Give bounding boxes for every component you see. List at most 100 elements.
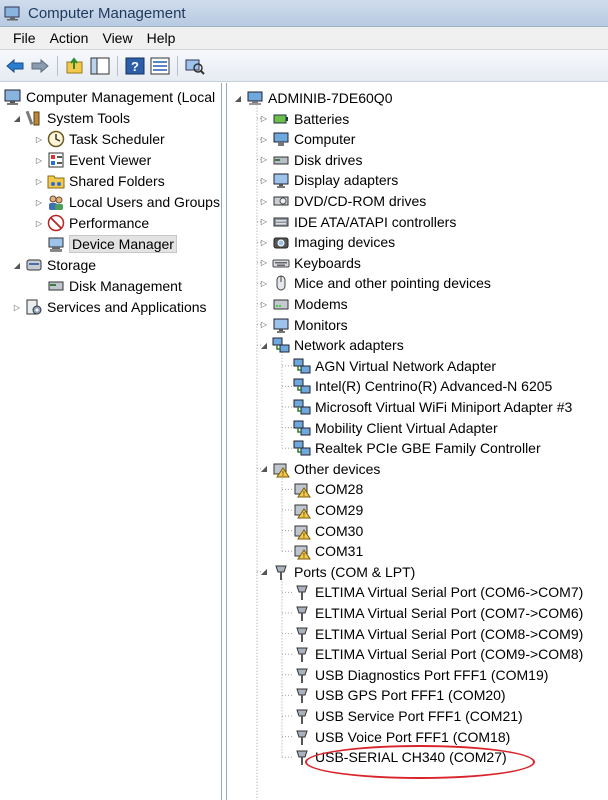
expand-arrow-icon[interactable]: ▷ [260,299,268,309]
help-button[interactable]: ? [124,55,146,77]
device-category[interactable]: ▷Disk drives [259,150,363,170]
scan-hardware-button[interactable] [184,55,206,77]
device-item[interactable]: USB Voice Port FFF1 (COM18) [293,727,510,747]
menu-action[interactable]: Action [49,30,89,46]
device-item[interactable]: !COM29 [293,500,363,520]
menu-view[interactable]: View [102,30,133,46]
expand-arrow-icon[interactable]: ▷ [260,155,268,165]
expand-arrow-icon[interactable]: ▷ [260,237,268,247]
device-item[interactable]: Mobility Client Virtual Adapter [293,418,498,438]
back-button[interactable] [4,55,26,77]
device-item[interactable]: ELTIMA Virtual Serial Port (COM7->COM6) [293,603,583,623]
network-adapter-icon [293,399,311,415]
device-tree-label: ELTIMA Virtual Serial Port (COM9->COM8) [315,646,584,663]
device-tree-label: USB GPS Port FFF1 (COM20) [315,687,506,704]
expand-arrow-icon[interactable]: ▷ [260,278,268,288]
device-item[interactable]: ELTIMA Virtual Serial Port (COM9->COM8) [293,644,583,664]
expand-arrow-icon[interactable]: ▷ [35,134,43,144]
device-category[interactable]: ▷Display adapters [259,170,398,190]
expand-arrow-icon[interactable]: ▷ [260,217,268,227]
expand-arrow-icon[interactable]: ▷ [260,258,268,268]
expand-arrow-icon[interactable]: ▷ [35,155,43,165]
device-item[interactable]: ELTIMA Virtual Serial Port (COM8->COM9) [293,624,583,644]
tree-item-task-scheduler[interactable]: ▷ Task Scheduler [34,129,165,149]
device-tree-pane: ◢ ADMINIB-7DE60Q0 ▷Batteries▷Computer▷Disk… [226,83,608,800]
up-button[interactable] [64,55,86,77]
device-category[interactable]: ▷Monitors [259,315,348,335]
tree-item-storage[interactable]: ◢ Storage [12,255,96,275]
toolbar-separator [117,55,118,76]
expand-arrow-icon[interactable]: ▷ [260,320,268,330]
tree-item-event-viewer[interactable]: ▷ Event Viewer [34,150,151,170]
expand-arrow-icon[interactable]: ▷ [260,196,268,206]
device-item[interactable]: USB GPS Port FFF1 (COM20) [293,685,506,705]
dvd-icon [273,196,289,206]
svg-text:!: ! [303,553,305,560]
device-item[interactable]: USB Diagnostics Port FFF1 (COM19) [293,665,548,685]
tree-item-label: Computer Management (Local [26,89,216,105]
collapse-arrow-icon[interactable]: ◢ [13,260,21,270]
device-category[interactable]: ▷Mice and other pointing devices [259,273,491,293]
battery-icon [273,114,288,124]
device-item[interactable]: !COM30 [293,521,363,541]
device-category[interactable]: ▷Modems [259,294,348,314]
collapse-arrow-icon[interactable]: ◢ [13,113,21,123]
expand-arrow-icon[interactable]: ▷ [35,197,43,207]
device-category[interactable]: ▷Batteries [259,109,349,129]
collapse-arrow-icon[interactable]: ◢ [260,464,268,474]
expand-arrow-icon[interactable]: ▷ [35,176,43,186]
svg-text:!: ! [303,491,305,498]
device-item[interactable]: !COM31 [293,541,363,561]
properties-button[interactable] [149,55,171,77]
menu-file[interactable]: File [13,30,36,46]
network-adapter-icon [293,358,311,374]
expand-arrow-icon[interactable]: ▷ [260,134,268,144]
device-category[interactable]: ▷Imaging devices [259,232,395,252]
collapse-arrow-icon[interactable]: ◢ [234,93,242,103]
properties-icon [150,57,170,74]
tree-item-computer-management[interactable]: Computer Management (Local [4,87,215,107]
svg-text:!: ! [282,471,284,478]
device-tree-label: ADMINIB-7DE60Q0 [268,90,393,106]
warning-device-icon: ! [294,504,311,519]
network-adapter-icon [293,420,311,436]
device-tree-label: Other devices [294,460,381,477]
device-item[interactable]: ELTIMA Virtual Serial Port (COM6->COM7) [293,582,583,602]
device-item[interactable]: Realtek PCIe GBE Family Controller [293,438,541,458]
tree-item-system-tools[interactable]: ◢ System Tools [12,108,130,128]
forward-button[interactable] [29,55,51,77]
device-category[interactable]: ▷Keyboards [259,253,361,273]
expand-arrow-icon[interactable]: ▷ [260,175,268,185]
tree-item-device-manager[interactable]: Device Manager [47,234,177,254]
device-category[interactable]: ◢! Other devices [259,459,380,479]
device-category[interactable]: ◢Ports (COM & LPT) [259,562,415,582]
device-tree-label: DVD/CD-ROM drives [294,193,427,209]
device-category[interactable]: ▷ IDE ATA/ATAPI controllers [259,212,456,232]
tree-item-local-users-and-groups[interactable]: ▷ Local Users and Groups [34,192,220,212]
tree-item-label: System Tools [47,110,130,126]
show-hide-tree-button[interactable] [89,55,111,77]
device-category[interactable]: ▷ DVD/CD-ROM drives [259,191,426,211]
collapse-arrow-icon[interactable]: ◢ [260,567,268,577]
tree-item-disk-management[interactable]: Disk Management [47,276,182,296]
device-item[interactable]: AGN Virtual Network Adapter [293,356,496,376]
tree-item-services-and-applications[interactable]: ▷ Services and Applications [12,297,207,317]
device-item[interactable]: !COM28 [293,479,363,499]
device-item[interactable]: USB Service Port FFF1 (COM21) [293,706,523,726]
collapse-arrow-icon[interactable]: ◢ [260,340,268,350]
device-tree-label: IDE ATA/ATAPI controllers [294,213,457,230]
device-item[interactable]: USB-SERIAL CH340 (COM27) [293,747,507,767]
tree-item-performance[interactable]: ▷ Performance [34,213,149,233]
device-item[interactable]: Intel(R) Centrino(R) Advanced-N 6205 [293,376,552,396]
device-category[interactable]: ◢Network adapters [259,335,404,355]
expand-arrow-icon[interactable]: ▷ [13,302,21,312]
tree-item-shared-folders[interactable]: ▷ Shared Folders [34,171,165,191]
expand-arrow-icon[interactable]: ▷ [35,218,43,228]
svg-text:!: ! [303,533,305,540]
device-tree-root[interactable]: ◢ ADMINIB-7DE60Q0 [233,88,393,108]
expand-arrow-icon[interactable]: ▷ [260,114,268,124]
menu-help[interactable]: Help [146,30,176,46]
device-item[interactable]: Microsoft Virtual WiFi Miniport Adapter … [293,397,572,417]
device-category[interactable]: ▷Computer [259,129,356,149]
tree-item-label: Device Manager [69,235,177,253]
